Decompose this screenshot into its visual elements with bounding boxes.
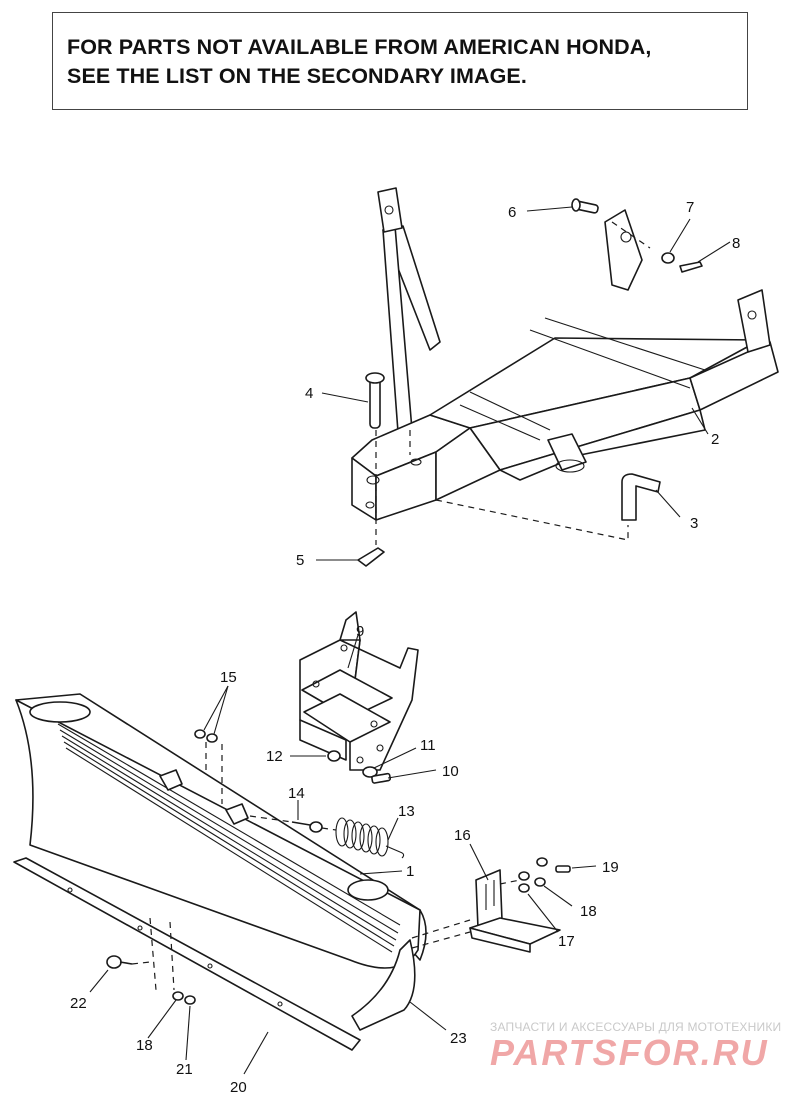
- hitch-pin-part-3: [621, 473, 661, 521]
- cutting-edge-part-20: [13, 857, 361, 1051]
- cotter-pin-part-8: [679, 261, 703, 273]
- clip-part-5: [357, 547, 385, 567]
- callout-7: 7: [686, 199, 694, 216]
- watermark-tagline: ЗАПЧАСТИ И АКСЕССУАРЫ ДЛЯ МОТОТЕХНИКИ: [490, 1020, 782, 1034]
- bolt-part-22: [106, 955, 133, 969]
- nut-part-21: [184, 995, 196, 1005]
- callout-1: 1: [406, 863, 414, 880]
- callout-22: 22: [70, 995, 87, 1012]
- nut-part-18-left: [172, 991, 184, 1001]
- spring-part-13: [335, 817, 405, 859]
- nut-part-17: [518, 883, 530, 893]
- bolt-part-19: [555, 865, 571, 873]
- leader-lines: [89, 206, 731, 1075]
- moldboard-blade-part-1: [15, 693, 427, 969]
- callout-4: 4: [305, 385, 313, 402]
- skid-bracket-part-16: [469, 869, 561, 953]
- washer-part-7: [661, 252, 675, 264]
- callout-2: 2: [711, 431, 719, 448]
- callout-10: 10: [442, 763, 459, 780]
- callout-13: 13: [398, 803, 415, 820]
- callout-3: 3: [690, 515, 698, 532]
- callout-18-left: 18: [136, 1037, 153, 1054]
- callout-17: 17: [558, 933, 575, 950]
- eyebolt-part-14: [291, 821, 337, 833]
- callout-23: 23: [450, 1030, 467, 1047]
- callout-9: 9: [356, 623, 364, 640]
- notice-line-1: FOR PARTS NOT AVAILABLE FROM AMERICAN HO…: [67, 35, 652, 59]
- notice-line-2: SEE THE LIST ON THE SECONDARY IMAGE.: [67, 64, 527, 88]
- nut-part-12: [327, 750, 341, 762]
- pin-part-4: [365, 372, 385, 429]
- mount-bracket-part-9: [299, 611, 419, 771]
- callout-12: 12: [266, 748, 283, 765]
- callout-16: 16: [454, 827, 471, 844]
- callout-21: 21: [176, 1061, 193, 1078]
- bolt-part-10: [371, 772, 392, 784]
- callout-8: 8: [732, 235, 740, 252]
- callout-14: 14: [288, 785, 305, 802]
- callout-6: 6: [508, 204, 516, 221]
- a-frame-part-2: [351, 187, 779, 521]
- callout-5: 5: [296, 552, 304, 569]
- nut-part-18-right: [534, 877, 546, 887]
- pin-part-6: [571, 198, 599, 214]
- parts-availability-notice: FOR PARTS NOT AVAILABLE FROM AMERICAN HO…: [52, 12, 748, 110]
- callout-18-right: 18: [580, 903, 597, 920]
- callout-15: 15: [220, 669, 237, 686]
- washer-part-11: [362, 766, 378, 778]
- callout-20: 20: [230, 1079, 247, 1096]
- blade-end-part-23: [351, 939, 416, 1031]
- callout-11: 11: [420, 737, 436, 754]
- bolts-part-15: [194, 729, 218, 743]
- watermark-brand-logo: PARTSFOR.RU: [490, 1032, 769, 1073]
- callout-19: 19: [602, 859, 619, 876]
